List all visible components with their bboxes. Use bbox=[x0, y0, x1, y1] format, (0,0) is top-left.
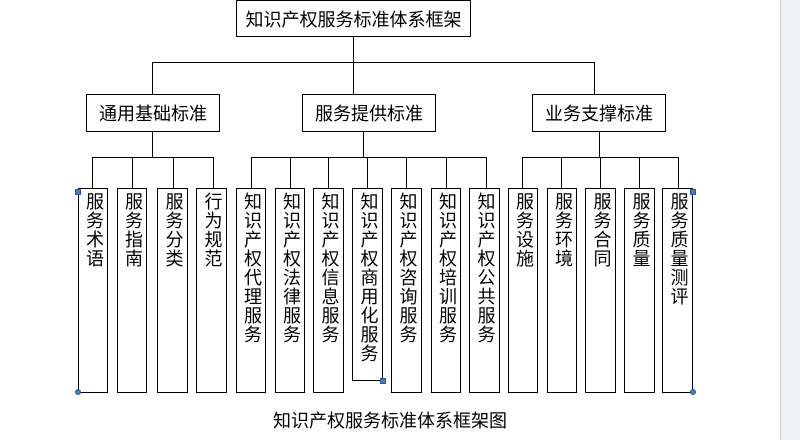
selection-handle[interactable] bbox=[690, 189, 696, 195]
root-node: 知识产权服务标准体系框架 bbox=[236, 0, 471, 37]
leaf-label: 知识产权法律服务 bbox=[280, 192, 301, 344]
leaf-ip-consulting-service: 知识产权咨询服务 bbox=[391, 188, 422, 393]
leaf-label: 服务分类 bbox=[162, 192, 184, 268]
diagram-caption: 知识产权服务标准体系框架图 bbox=[273, 411, 507, 432]
leaf-conduct-norms: 行为规范 bbox=[196, 188, 227, 393]
leaf-label: 服务质量测评 bbox=[667, 192, 689, 306]
leaf-label: 知识产权商用化服务 bbox=[357, 192, 379, 363]
leaf-service-environment: 服务环境 bbox=[547, 188, 577, 393]
category-service-provision: 服务提供标准 bbox=[302, 94, 436, 132]
leaf-label: 服务质量 bbox=[629, 192, 651, 268]
connector-lines bbox=[92, 36, 679, 188]
leaf-label: 服务指南 bbox=[122, 192, 143, 268]
root-label: 知识产权服务标准体系框架 bbox=[245, 9, 462, 31]
leaf-service-contract: 服务合同 bbox=[585, 188, 616, 393]
leaf-service-quality: 服务质量 bbox=[624, 188, 655, 393]
leaf-service-guide: 服务指南 bbox=[117, 188, 147, 393]
selection-handle[interactable] bbox=[75, 389, 81, 395]
selection-handle[interactable] bbox=[75, 189, 81, 195]
leaf-label: 知识产权代理服务 bbox=[241, 192, 262, 344]
category-label: 通用基础标准 bbox=[99, 104, 207, 125]
leaf-ip-public-service: 知识产权公共服务 bbox=[469, 188, 500, 393]
leaf-service-classification: 服务分类 bbox=[157, 188, 188, 393]
leaf-ip-training-service: 知识产权培训服务 bbox=[431, 188, 461, 393]
selection-handle[interactable] bbox=[380, 378, 386, 384]
leaf-ip-commercialization-service: 知识产权商用化服务 bbox=[352, 188, 383, 381]
leaf-label: 知识产权咨询服务 bbox=[396, 192, 418, 344]
leaf-label: 行为规范 bbox=[201, 192, 223, 268]
leaf-service-quality-evaluation: 服务质量测评 bbox=[662, 188, 693, 393]
leaf-ip-information-service: 知识产权信息服务 bbox=[313, 188, 344, 393]
category-label: 业务支撑标准 bbox=[545, 104, 653, 125]
leaf-service-terminology: 服务术语 bbox=[78, 188, 108, 393]
leaf-label: 服务合同 bbox=[590, 192, 612, 268]
leaf-label: 知识产权公共服务 bbox=[474, 192, 496, 344]
leaf-label: 服务环境 bbox=[552, 192, 573, 268]
selection-handle[interactable] bbox=[690, 389, 696, 395]
category-general-basic: 通用基础标准 bbox=[86, 94, 220, 132]
leaf-label: 服务术语 bbox=[83, 192, 104, 268]
leaf-label: 知识产权培训服务 bbox=[436, 192, 457, 344]
category-business-support: 业务支撑标准 bbox=[532, 94, 666, 132]
leaf-service-facilities: 服务设施 bbox=[508, 188, 538, 393]
leaf-ip-agency-service: 知识产权代理服务 bbox=[236, 188, 266, 393]
leaf-label: 知识产权信息服务 bbox=[318, 192, 340, 344]
leaf-label: 服务设施 bbox=[513, 192, 534, 268]
window-edge-strip bbox=[780, 0, 800, 440]
leaf-ip-legal-service: 知识产权法律服务 bbox=[275, 188, 305, 393]
category-label: 服务提供标准 bbox=[315, 104, 423, 125]
